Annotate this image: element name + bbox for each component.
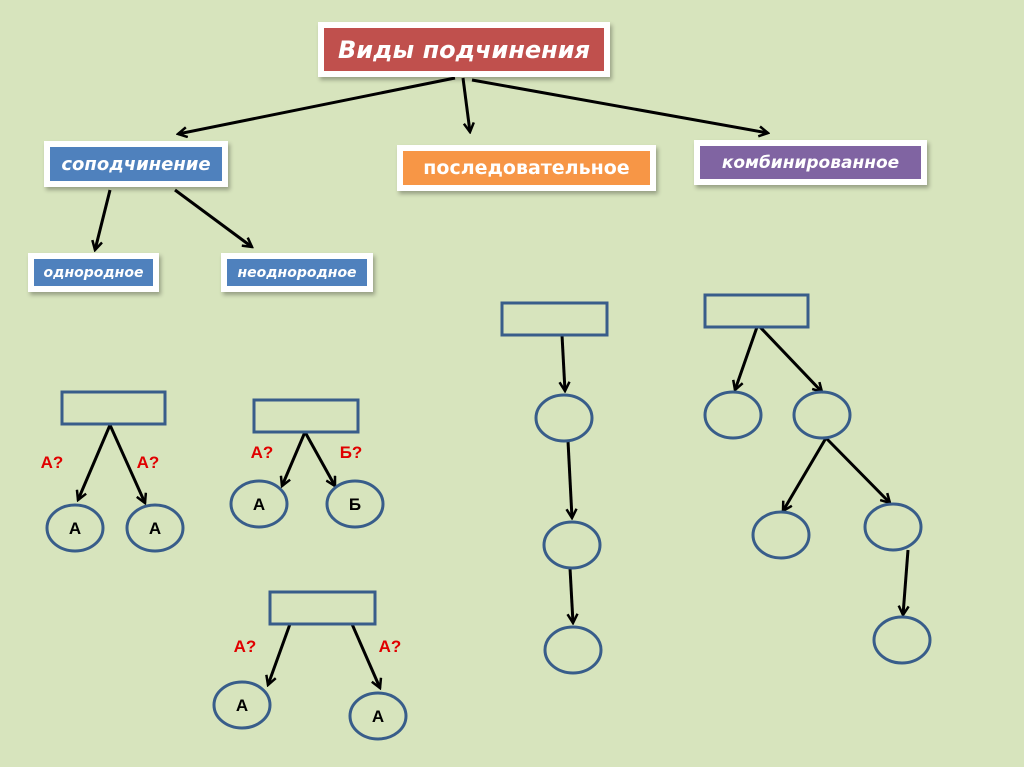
main-clause-rect <box>252 398 360 434</box>
node-label: А <box>236 696 248 715</box>
clause-circle <box>863 502 923 552</box>
arrow <box>903 549 908 615</box>
question-label: А? <box>41 453 64 472</box>
sequential-box: последовательное <box>397 145 656 191</box>
arrow <box>570 567 573 623</box>
clause-circle <box>543 625 603 675</box>
node-label: А <box>69 519 81 538</box>
question-label: Б? <box>340 443 363 462</box>
main-clause-rect <box>268 590 377 626</box>
main-clause-rect <box>60 390 167 426</box>
node-label: Б <box>349 495 361 514</box>
coordinate-box: соподчинение <box>44 141 228 187</box>
node-label: А <box>253 495 265 514</box>
clause-circle <box>751 510 811 560</box>
clause-circle <box>325 479 385 529</box>
clause-circle <box>125 503 185 553</box>
arrow <box>268 623 292 685</box>
heterogeneous-box: неоднородное <box>221 253 373 292</box>
clause-circle <box>703 390 763 440</box>
title-box: Виды подчинения <box>318 22 610 77</box>
arrow-to-homogeneous <box>95 189 112 250</box>
arrow-to-sequential <box>461 77 470 132</box>
arrow <box>783 437 828 511</box>
question-label: А? <box>251 443 274 462</box>
arrow <box>562 334 565 391</box>
arrow <box>282 431 307 486</box>
arrow <box>735 326 759 390</box>
arrow-to-heterogeneous <box>174 188 252 247</box>
question-label: А? <box>379 637 402 656</box>
clause-circle <box>45 503 105 553</box>
clause-circle <box>792 390 852 440</box>
clause-circle <box>872 615 932 665</box>
clause-circle <box>534 393 594 443</box>
main-clause-rect <box>500 301 609 337</box>
clause-circle <box>212 680 272 730</box>
arrow <box>108 424 145 503</box>
node-label: А <box>149 519 161 538</box>
arrow <box>758 325 822 392</box>
arrow <box>824 436 890 503</box>
node-label: А <box>372 707 384 726</box>
main-clause-rect <box>703 293 810 329</box>
combined-box: комбинированное <box>694 140 927 185</box>
arrow <box>568 440 572 518</box>
clause-circle <box>542 520 602 570</box>
clause-circle <box>229 479 289 529</box>
arrow <box>78 424 112 500</box>
question-label: А? <box>234 637 257 656</box>
arrow <box>303 431 337 486</box>
arrow-to-combined <box>471 78 768 133</box>
homogeneous-box: однородное <box>28 253 159 292</box>
question-label: А? <box>137 453 160 472</box>
arrow <box>350 623 380 688</box>
clause-circle <box>348 691 408 741</box>
arrow-to-coordinate <box>178 76 456 134</box>
